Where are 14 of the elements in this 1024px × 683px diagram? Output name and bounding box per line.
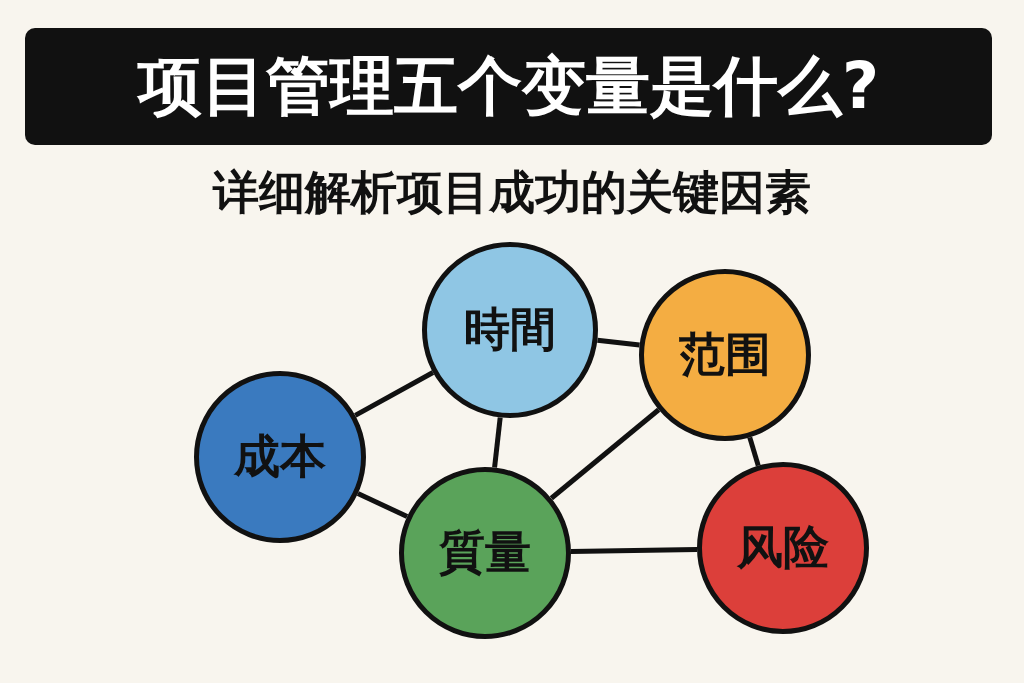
connector-line bbox=[570, 546, 698, 555]
connector-line bbox=[492, 417, 503, 468]
circle-node: 成本 bbox=[194, 371, 366, 543]
connector-line bbox=[597, 337, 640, 348]
circle-node: 风险 bbox=[697, 462, 869, 634]
circle-node: 時間 bbox=[422, 242, 598, 418]
connector-line bbox=[356, 491, 409, 519]
subtitle: 详细解析项目成功的关键因素 bbox=[211, 164, 812, 221]
title-banner: 项目管理五个变量是什么? bbox=[25, 28, 992, 145]
circle-node: 質量 bbox=[399, 467, 571, 639]
connector-line bbox=[549, 407, 661, 501]
connector-line bbox=[354, 370, 435, 418]
connector-line bbox=[747, 436, 761, 467]
circle-node: 范围 bbox=[639, 269, 811, 441]
